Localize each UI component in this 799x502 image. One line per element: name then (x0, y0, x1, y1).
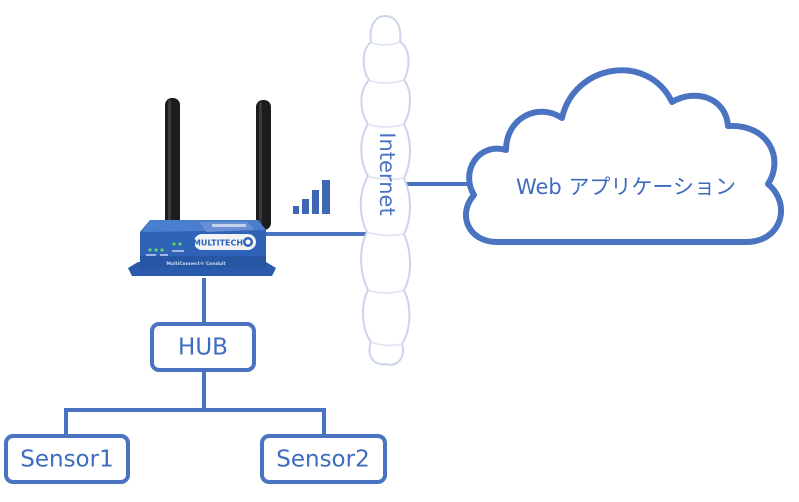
signal-strength-icon (293, 180, 330, 214)
hub-label: HUB (178, 335, 228, 361)
sensor1-label: Sensor1 (20, 447, 113, 473)
router-model-label: MultiConnect® Conduit (166, 261, 226, 267)
sensor2-label: Sensor2 (276, 447, 369, 473)
web-app-cloud: Web アプリケーション (462, 67, 785, 245)
right-antenna (256, 100, 271, 230)
internet-label: Internet (375, 132, 399, 215)
sensor2-node: Sensor2 (260, 434, 387, 484)
internet-cloud: Internet (359, 14, 411, 366)
web-app-label: Web アプリケーション (516, 175, 736, 199)
sensor1-node: Sensor1 (4, 434, 130, 484)
connectors (64, 182, 468, 436)
hub-node: HUB (150, 322, 256, 372)
router-brand-label: MULTITECH (193, 239, 243, 248)
router-device: MULTITECH MultiConnect® Conduit (128, 98, 276, 276)
left-antenna (165, 98, 180, 230)
